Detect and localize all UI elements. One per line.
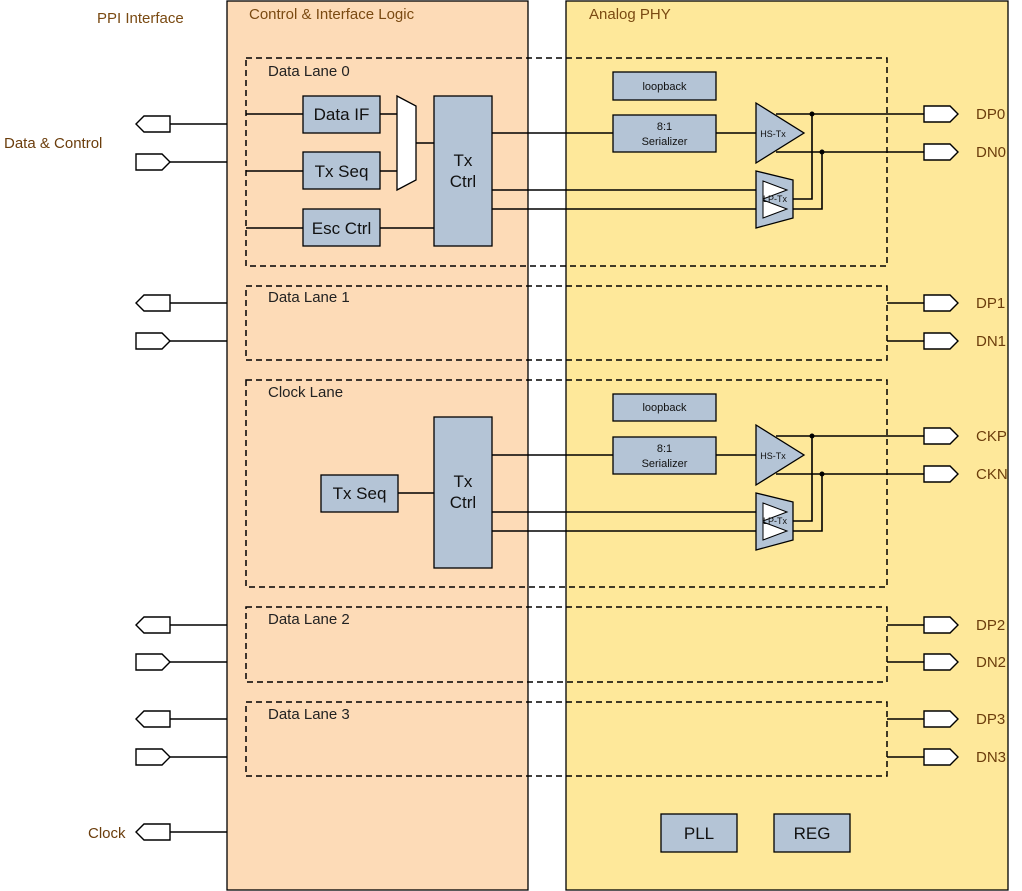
dn3-label: DN3 (976, 749, 1006, 766)
hs-tx-label-clock: HS-Tx (760, 451, 786, 461)
lp-tx-triangle2-clock (762, 521, 789, 541)
tx-seq-label-lane0: Tx Seq (315, 162, 369, 181)
tx-seq-block-clock (320, 474, 399, 513)
tx-seq-label-clock: Tx Seq (333, 484, 387, 503)
data-lane-0-box (245, 57, 888, 267)
dn1-label: DN1 (976, 333, 1006, 350)
dn1-pin (923, 332, 959, 350)
serializer-label-clock-line2: Serializer (642, 458, 688, 470)
data-lane-3-box (245, 701, 888, 777)
hs-tx-amplifier-clock (755, 423, 806, 487)
output-wires (887, 302, 924, 758)
ppi-pin-lane3-out (135, 710, 171, 728)
dp3-pin (923, 710, 959, 728)
tx-ctrl-label-clock-line2: Ctrl (450, 493, 476, 512)
ppi-pin-lane1-in (135, 332, 171, 350)
tx-ctrl-block-lane0 (433, 95, 493, 247)
clock-label: Clock (88, 825, 126, 842)
lp-tx-triangle-clock (762, 502, 789, 522)
loopback-block-clock (612, 393, 717, 422)
dn0-label: DN0 (976, 144, 1006, 161)
dn2-label: DN2 (976, 654, 1006, 671)
esc-ctrl-label: Esc Ctrl (312, 219, 372, 238)
pll-block (660, 813, 738, 853)
pll-label: PLL (684, 824, 714, 843)
clock-lane-wires (398, 433, 924, 532)
data-lane-3-title: Data Lane 3 (268, 706, 350, 723)
esc-ctrl-block (302, 208, 381, 247)
ckp-pin (923, 427, 959, 445)
ckn-pin (923, 465, 959, 483)
data-lane-0-title: Data Lane 0 (268, 63, 350, 80)
dp1-pin (923, 294, 959, 312)
serializer-block-lane0 (612, 114, 717, 153)
data-lane-1-box (245, 285, 888, 361)
dp0-label: DP0 (976, 106, 1005, 123)
mux-block (396, 94, 417, 192)
ppi-pin-lane1-out (135, 294, 171, 312)
analog-phy-title: Analog PHY (589, 6, 671, 23)
data-lane-2-box (245, 606, 888, 683)
ppi-pin-lane0-out (135, 115, 171, 133)
loopback-label-clock: loopback (642, 402, 687, 414)
ckn-label: CKN (976, 466, 1008, 483)
ppi-pin-lane2-in (135, 653, 171, 671)
serializer-block-clock (612, 436, 717, 475)
dn3-pin (923, 748, 959, 766)
lp-tx-label-lane0: LP-Tx (763, 194, 788, 204)
reg-block (773, 813, 851, 853)
ppi-pin-lane0-in (135, 153, 171, 171)
ppi-pin-lane3-in (135, 748, 171, 766)
tx-ctrl-label-clock-line1: Tx (454, 472, 473, 491)
serializer-label-clock-line1: 8:1 (657, 443, 672, 455)
clock-lane-title: Clock Lane (268, 384, 343, 401)
hs-tx-amplifier-lane0 (755, 101, 806, 165)
loopback-block-lane0 (612, 71, 717, 101)
data-if-block (302, 95, 381, 134)
tx-ctrl-block-clock (433, 416, 493, 569)
lane0-wires (246, 111, 924, 229)
tx-ctrl-label-lane0-line1: Tx (454, 151, 473, 170)
tx-ctrl-label-lane0-line2: Ctrl (450, 172, 476, 191)
hs-tx-label-lane0: HS-Tx (760, 129, 786, 139)
lp-tx-triangle-lane0 (762, 180, 789, 200)
serializer-label-lane0-line2: Serializer (642, 136, 688, 148)
loopback-label-lane0: loopback (642, 81, 687, 93)
clock-lane-box (245, 379, 888, 588)
serializer-label-lane0-line1: 8:1 (657, 121, 672, 133)
dp2-pin (923, 616, 959, 634)
ppi-pin-clock (135, 823, 171, 841)
dp2-label: DP2 (976, 617, 1005, 634)
ppi-interface-title: PPI Interface (97, 10, 184, 27)
dn0-pin (923, 143, 959, 161)
reg-label: REG (794, 824, 831, 843)
control-logic-title: Control & Interface Logic (249, 6, 415, 23)
ppi-wires (170, 123, 227, 833)
dp1-label: DP1 (976, 295, 1005, 312)
ckp-label: CKP (976, 428, 1007, 445)
data-control-label: Data & Control (4, 135, 102, 152)
data-lane-2-title: Data Lane 2 (268, 611, 350, 628)
dp0-pin (923, 105, 959, 123)
dn2-pin (923, 653, 959, 671)
data-if-label: Data IF (314, 105, 370, 124)
ppi-pin-lane2-out (135, 616, 171, 634)
dp3-label: DP3 (976, 711, 1005, 728)
data-lane-1-title: Data Lane 1 (268, 289, 350, 306)
tx-seq-block-lane0 (302, 151, 381, 190)
lp-tx-label-clock: LP-Tx (763, 516, 788, 526)
lp-tx-triangle2-lane0 (762, 199, 789, 219)
